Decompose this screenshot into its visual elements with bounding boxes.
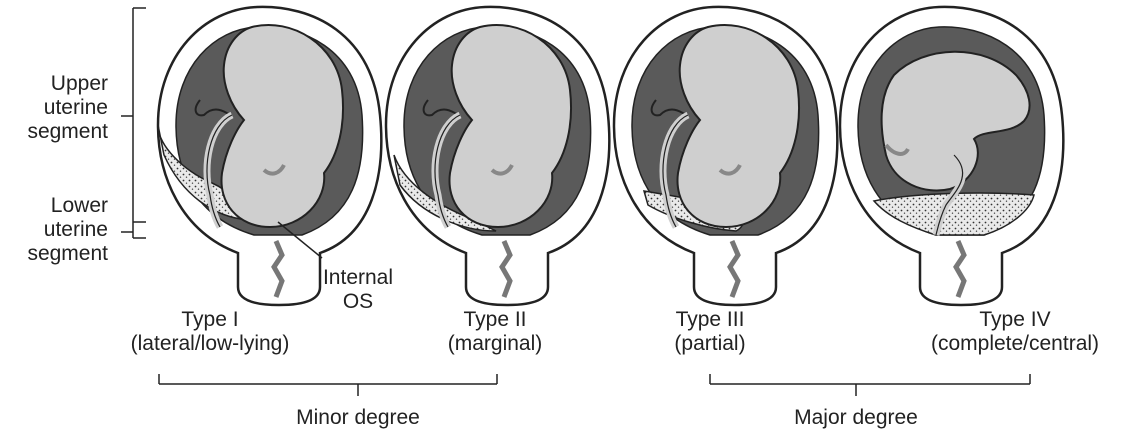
minor-degree-bracket [159,374,497,396]
minor-degree-label: Minor degree [278,406,438,430]
internal-os-label: Internal OS [318,266,398,314]
type-4-label: Type IV (complete/central) [910,308,1120,356]
segment-bracket [121,8,146,238]
type-4-desc: (complete/central) [910,332,1120,356]
type-2-label: Type II (marginal) [410,308,580,356]
type-1-title: Type I [110,308,310,332]
upper-label-line-2: uterine [27,96,108,120]
type-2-title: Type II [410,308,580,332]
uterus-type-2 [386,7,609,305]
type-3-desc: (partial) [640,332,780,356]
type-4-title: Type IV [910,308,1120,332]
type-3-label: Type III (partial) [640,308,780,356]
lower-label-line-1: Lower [27,194,108,218]
internal-os-line-1: Internal [318,266,398,290]
upper-label-line-1: Upper [27,72,108,96]
major-degree-bracket [710,374,1030,396]
type-3-title: Type III [640,308,780,332]
type-2-desc: (marginal) [410,332,580,356]
uterus-type-1 [158,7,381,305]
uterus-type-3 [614,7,837,305]
upper-label-line-3: segment [27,120,108,144]
lower-uterine-segment-label: Lower uterine segment [27,194,108,266]
upper-uterine-segment-label: Upper uterine segment [27,72,108,144]
lower-label-line-3: segment [27,242,108,266]
type-1-label: Type I (lateral/low-lying) [110,308,310,356]
uterus-type-4 [840,7,1063,305]
lower-label-line-2: uterine [27,218,108,242]
type-1-desc: (lateral/low-lying) [110,332,310,356]
major-degree-label: Major degree [766,406,946,430]
internal-os-line-2: OS [318,290,398,314]
